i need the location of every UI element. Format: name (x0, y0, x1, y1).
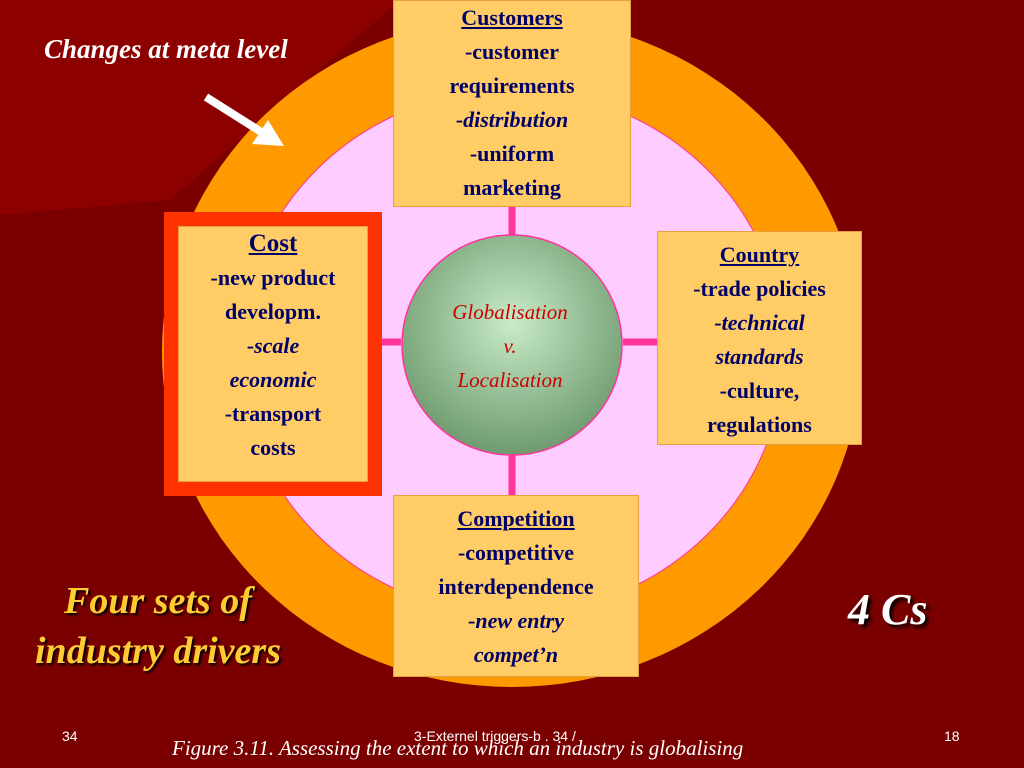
meta-level-label: Changes at meta level (44, 34, 288, 64)
footer-left: 34 (62, 728, 78, 744)
customers-title: Customers (461, 5, 563, 30)
cost-item: economic (229, 367, 317, 392)
four-sets-label: Four sets of industry drivers (0, 576, 316, 676)
cost-item: -scale (246, 333, 300, 358)
four-sets-line: Four sets of (64, 580, 252, 622)
cost-item: -transport (224, 401, 322, 426)
arrow-icon (203, 93, 284, 146)
background-facet (0, 0, 400, 215)
competition-item: -new entry (468, 608, 564, 633)
competition-item: -competitive (457, 540, 575, 565)
competition-item: interdependence (438, 574, 594, 599)
competition-item: compet’n (473, 642, 559, 667)
cost-item: costs (250, 435, 296, 460)
cost-item: -new product (210, 265, 336, 290)
country-title: Country (719, 242, 800, 267)
customers-item: marketing (463, 175, 561, 200)
country-item: regulations (707, 412, 812, 437)
customers-item: -uniform (469, 141, 555, 166)
four-cs-label: 4 Cs (848, 585, 928, 634)
country-item: -technical (714, 310, 805, 335)
country-item: -culture, (719, 378, 800, 403)
center-line: v. (503, 334, 517, 358)
country-item: -trade policies (693, 276, 826, 301)
center-label: Globalisation v. Localisation (405, 295, 615, 397)
competition-box: Competition -competitive interdependence… (393, 495, 639, 677)
figure-caption: Figure 3.11. Assessing the extent to whi… (172, 736, 744, 760)
customers-item: -distribution (455, 107, 569, 132)
cost-box: Cost -new product developm. -scale econo… (178, 226, 368, 482)
center-circle (401, 234, 623, 456)
country-box: Country -trade policies -technical stand… (657, 231, 862, 445)
competition-title: Competition (457, 506, 575, 531)
cost-item: developm. (225, 299, 321, 324)
country-item: standards (715, 344, 804, 369)
footer-center: 3-Externel triggers-b . 34 / (414, 728, 576, 744)
customers-item: requirements (449, 73, 575, 98)
customers-item: -customer (464, 39, 560, 64)
center-line: Localisation (457, 368, 563, 392)
customers-box: Customers -customer requirements -distri… (393, 0, 631, 207)
center-line: Globalisation (452, 300, 568, 324)
cost-title: Cost (248, 230, 298, 257)
four-sets-line: industry drivers (35, 630, 281, 672)
footer-right: 18 (944, 728, 960, 744)
